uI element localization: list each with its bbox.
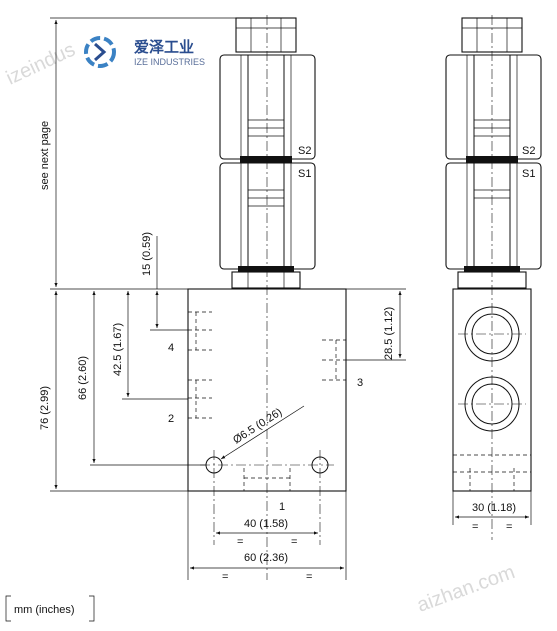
dim-60-eq-right: = xyxy=(306,571,312,583)
brand-logo: 爱泽工业 IZE INDUSTRIES xyxy=(84,36,205,68)
dim-40-eq-right: = xyxy=(291,536,297,548)
port-2-label: 2 xyxy=(168,413,174,425)
label-s2: S2 xyxy=(298,145,311,157)
side-label-s1: S1 xyxy=(522,168,535,180)
units-note: mm (inches) xyxy=(5,595,95,622)
coil-separator-ring xyxy=(240,156,292,163)
coil-upper xyxy=(219,54,316,160)
front-view: S2 S1 xyxy=(168,15,363,580)
port-1-label: 1 xyxy=(279,501,285,513)
watermark-right: aizhan.com xyxy=(414,561,518,617)
dim-30: 30 (1.18) xyxy=(472,502,516,514)
port-2-hidden xyxy=(188,379,212,419)
base-hex-nut xyxy=(231,271,301,289)
top-hex-nut xyxy=(235,17,297,53)
dim-42-5: 42.5 (1.67) xyxy=(112,323,124,376)
dim-60-eq-left: = xyxy=(222,571,228,583)
dim-30-eq-right: = xyxy=(506,521,512,533)
dim-66: 66 (2.60) xyxy=(77,356,89,400)
dim-28-5: 28.5 (1.12) xyxy=(383,307,395,360)
side-view: S2 S1 xyxy=(445,15,542,540)
dim-30-eq-left: = xyxy=(472,521,478,533)
dim-40: 40 (1.58) xyxy=(244,518,288,530)
port-1-hidden xyxy=(243,468,291,491)
port-4-label: 4 xyxy=(168,342,174,354)
side-label-s2: S2 xyxy=(522,145,535,157)
brand-name-cn: 爱泽工业 xyxy=(134,38,194,56)
port-3-hidden xyxy=(322,339,346,381)
see-next-page-note: see next page xyxy=(39,121,51,190)
units-label: mm (inches) xyxy=(14,604,75,616)
dim-15: 15 (0.59) xyxy=(141,232,153,276)
dimensions-side: 30 (1.18) = = xyxy=(452,491,532,533)
port-4-hidden xyxy=(188,311,212,351)
label-s1: S1 xyxy=(298,168,311,180)
dim-40-eq-left: = xyxy=(237,536,243,548)
watermark-left: izeindus xyxy=(3,39,79,90)
brand-name-en: IZE INDUSTRIES xyxy=(134,57,205,67)
side-coil-upper xyxy=(445,54,542,160)
dim-76: 76 (2.99) xyxy=(39,386,51,430)
dim-60: 60 (2.36) xyxy=(244,552,288,564)
port-3-label: 3 xyxy=(357,377,363,389)
